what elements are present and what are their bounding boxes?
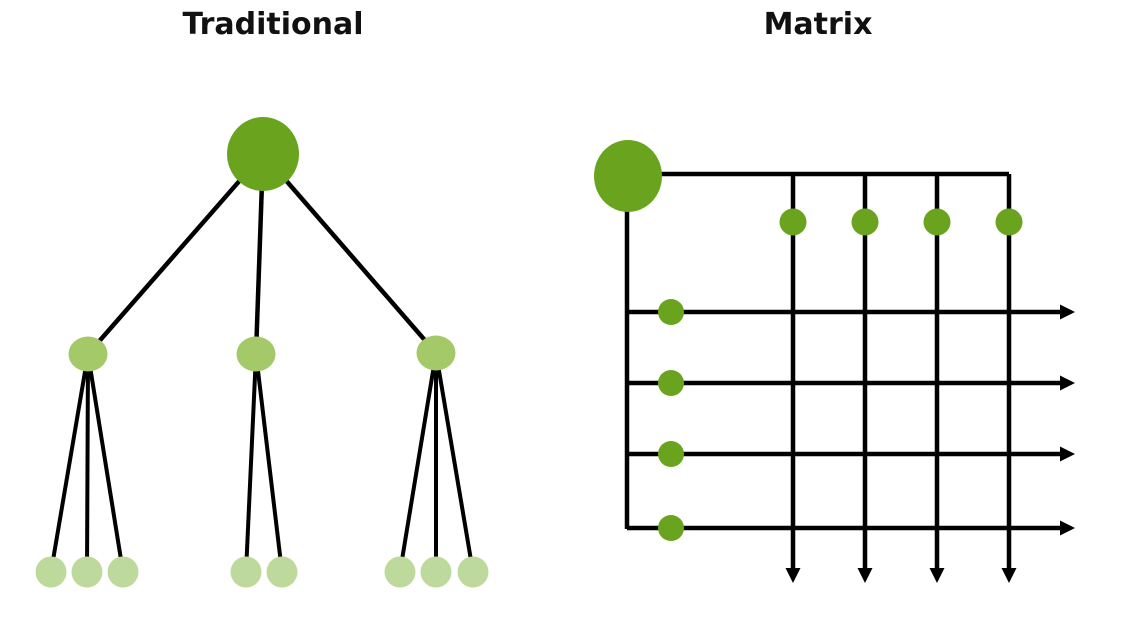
tree-worker-node bbox=[384, 556, 416, 588]
tree-worker-node bbox=[230, 556, 262, 588]
tree-edge-manager-to-worker bbox=[244, 353, 258, 573]
matrix-row-dot bbox=[658, 299, 684, 325]
tree-worker-node bbox=[266, 556, 298, 588]
tree-worker-node bbox=[457, 556, 489, 588]
tree-edge-root-to-manager bbox=[86, 152, 265, 356]
tree-root-node bbox=[227, 117, 299, 191]
matrix-row-dot bbox=[658, 441, 684, 467]
matrix-column-dot bbox=[995, 208, 1023, 236]
tree-edge-manager-to-worker bbox=[434, 352, 475, 573]
matrix-leader-node bbox=[594, 140, 662, 212]
matrix-row-arrowhead bbox=[1060, 520, 1075, 536]
tree-manager-node bbox=[236, 336, 276, 372]
tree-edge-root-to-manager bbox=[261, 152, 438, 355]
matrix-column-arrowhead bbox=[1001, 568, 1017, 583]
tree-edge-manager-to-worker bbox=[398, 352, 438, 573]
traditional-title: Traditional bbox=[182, 7, 364, 42]
tree-worker-node bbox=[107, 556, 139, 588]
matrix-column-dot bbox=[851, 208, 879, 236]
matrix-column-dot bbox=[923, 208, 951, 236]
matrix-row-dot bbox=[658, 370, 684, 396]
tree-edge-manager-to-worker bbox=[49, 353, 90, 573]
tree-worker-node bbox=[35, 556, 67, 588]
matrix-row-dot bbox=[658, 515, 684, 541]
tree-worker-node bbox=[420, 556, 452, 588]
tree-manager-node bbox=[416, 335, 456, 371]
matrix-row-arrowhead bbox=[1060, 304, 1075, 320]
tree-manager-node bbox=[68, 336, 108, 372]
matrix-row-arrowhead bbox=[1060, 446, 1075, 462]
matrix-column-arrowhead bbox=[929, 568, 945, 583]
tree-edge-manager-to-worker bbox=[254, 353, 284, 573]
matrix-column-arrowhead bbox=[785, 568, 801, 583]
tree-edge-manager-to-worker bbox=[86, 353, 125, 573]
matrix-column-arrowhead bbox=[857, 568, 873, 583]
matrix-title: Matrix bbox=[763, 7, 873, 42]
tree-edge-manager-to-worker bbox=[85, 353, 90, 573]
tree-worker-node bbox=[71, 556, 103, 588]
matrix-row-arrowhead bbox=[1060, 375, 1075, 391]
matrix-column-dot bbox=[779, 208, 807, 236]
